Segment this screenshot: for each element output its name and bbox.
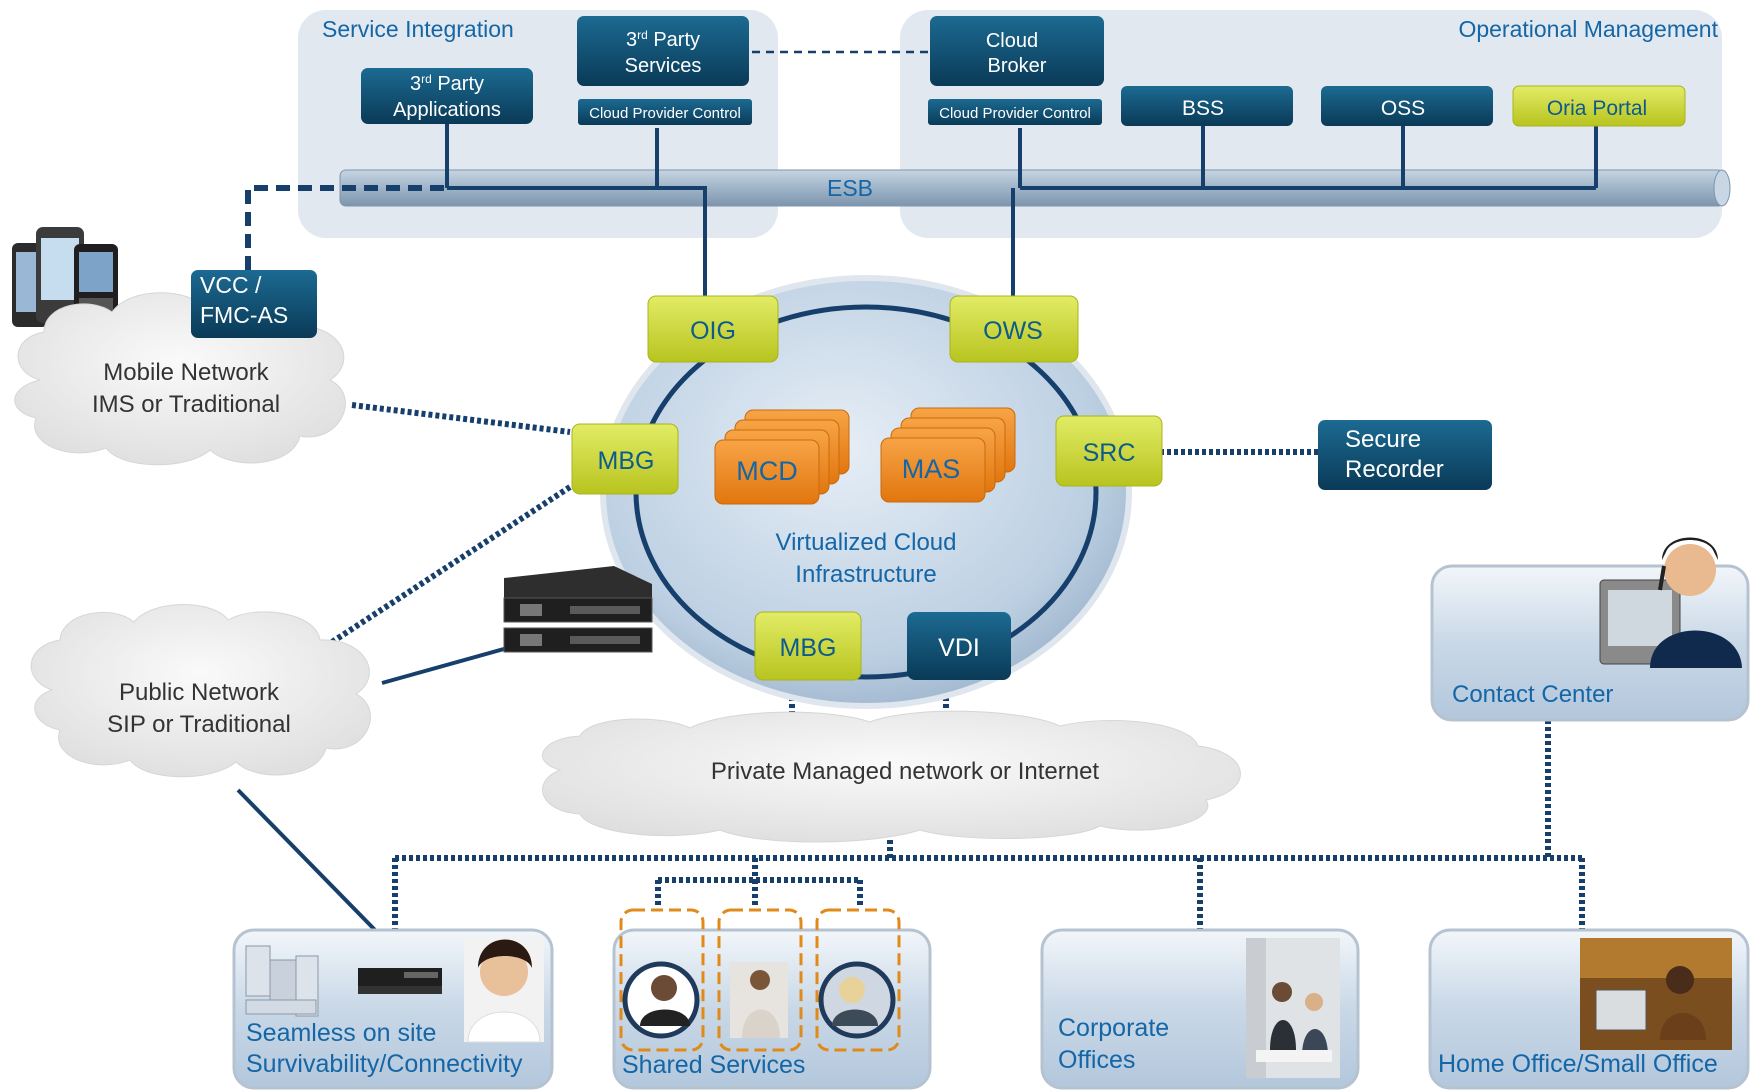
secure-recorder-line2: Recorder bbox=[1345, 456, 1444, 483]
third-party-services-line2: Services bbox=[625, 55, 702, 77]
server-rack-icon bbox=[245, 945, 319, 1017]
home-office-site[interactable]: Home Office/Small Office bbox=[1428, 928, 1750, 1090]
cloud-broker-line1: Cloud bbox=[986, 30, 1038, 52]
esb-label: ESB bbox=[827, 175, 873, 201]
cloud-broker-line2: Broker bbox=[988, 55, 1047, 77]
vdi-label: VDI bbox=[938, 634, 980, 662]
vcc-fmc-as-node[interactable]: VCC / FMC-AS bbox=[191, 270, 317, 338]
oig-label: OIG bbox=[690, 317, 736, 345]
bss-node[interactable]: BSS bbox=[1121, 86, 1293, 126]
cloud-broker-node[interactable]: Cloud Broker bbox=[930, 16, 1104, 86]
mbg-bottom-label: MBG bbox=[780, 634, 837, 662]
ows-node[interactable]: OWS bbox=[949, 295, 1079, 363]
agent-headset-icon bbox=[1599, 537, 1742, 668]
seamless-line1: Seamless on site bbox=[246, 1019, 436, 1047]
third-party-services-node[interactable]: 3rd Party Services bbox=[577, 16, 749, 86]
vci-line2: Infrastructure bbox=[795, 561, 936, 588]
gateway-appliance-icon bbox=[503, 566, 653, 653]
secure-recorder-line1: Secure bbox=[1345, 426, 1421, 453]
mas-node-stack[interactable]: MAS bbox=[880, 407, 1016, 503]
cpc-right-label: Cloud Provider Control bbox=[939, 105, 1091, 122]
cloud-provider-control-left[interactable]: Cloud Provider Control bbox=[578, 99, 752, 125]
corporate-line2: Offices bbox=[1058, 1046, 1135, 1074]
mcd-node-stack[interactable]: MCD bbox=[714, 409, 850, 505]
mobile-network-line1: Mobile Network bbox=[103, 359, 269, 386]
corporate-offices-site[interactable]: Corporate Offices bbox=[1040, 928, 1360, 1090]
office-woman-photo bbox=[730, 962, 788, 1038]
service-integration-title: Service Integration bbox=[322, 16, 514, 42]
src-label: SRC bbox=[1083, 439, 1136, 467]
businesswoman-photo bbox=[464, 938, 544, 1043]
home-worker-photo bbox=[1580, 938, 1732, 1050]
third-party-services-word: Party bbox=[648, 29, 700, 51]
contact-center-label: Contact Center bbox=[1452, 681, 1613, 708]
svg-text:3rd Party: 3rd Party bbox=[410, 72, 484, 95]
cpc-left-label: Cloud Provider Control bbox=[589, 105, 741, 122]
oria-portal-node[interactable]: Oria Portal bbox=[1512, 85, 1686, 127]
third-party-services-num: 3 bbox=[626, 29, 637, 51]
third-party-services-sup: rd bbox=[637, 28, 648, 42]
dashed-links bbox=[245, 50, 1585, 930]
third-party-apps-num: 3 bbox=[410, 73, 421, 95]
vdi-node[interactable]: VDI bbox=[907, 612, 1011, 680]
svg-text:3rd Party: 3rd Party bbox=[626, 28, 700, 51]
shared-services-label: Shared Services bbox=[622, 1051, 805, 1079]
vci-line1: Virtualized Cloud bbox=[776, 529, 957, 556]
phone-user-photo bbox=[622, 961, 700, 1039]
third-party-apps-line2: Applications bbox=[393, 99, 501, 121]
private-network-label: Private Managed network or Internet bbox=[711, 758, 1100, 785]
vcc-line1: VCC / bbox=[200, 272, 262, 298]
oss-label: OSS bbox=[1381, 97, 1425, 120]
home-office-label: Home Office/Small Office bbox=[1438, 1050, 1718, 1078]
ows-label: OWS bbox=[983, 317, 1043, 345]
mcd-label: MCD bbox=[736, 456, 798, 486]
cloud-provider-control-right[interactable]: Cloud Provider Control bbox=[928, 99, 1102, 125]
public-network-line1: Public Network bbox=[119, 679, 280, 706]
oria-portal-label: Oria Portal bbox=[1547, 97, 1647, 120]
gateway-small-icon bbox=[358, 968, 442, 994]
third-party-apps-sup: rd bbox=[421, 72, 432, 86]
oss-node[interactable]: OSS bbox=[1321, 86, 1493, 126]
public-network-line2: SIP or Traditional bbox=[107, 711, 291, 738]
private-network-cloud[interactable]: Private Managed network or Internet bbox=[542, 710, 1241, 843]
mbg-left-node[interactable]: MBG bbox=[571, 423, 679, 495]
seamless-site[interactable]: Seamless on site Survivability/Connectiv… bbox=[232, 928, 554, 1090]
mbg-left-label: MBG bbox=[598, 447, 655, 475]
oig-node[interactable]: OIG bbox=[647, 295, 779, 363]
corporate-line1: Corporate bbox=[1058, 1014, 1169, 1042]
mobile-user-photo bbox=[818, 961, 896, 1039]
src-node[interactable]: SRC bbox=[1055, 415, 1163, 487]
third-party-applications-node[interactable]: 3rd Party Applications bbox=[361, 68, 533, 124]
mobile-network-line2: IMS or Traditional bbox=[92, 391, 280, 418]
contact-center-site[interactable]: Contact Center bbox=[1430, 537, 1750, 722]
operational-management-title: Operational Management bbox=[1458, 16, 1718, 42]
shared-services-site[interactable]: Shared Services bbox=[612, 908, 932, 1090]
mbg-bottom-node[interactable]: MBG bbox=[754, 611, 862, 681]
meeting-photo bbox=[1246, 938, 1340, 1078]
secure-recorder-node[interactable]: Secure Recorder bbox=[1318, 420, 1492, 490]
third-party-apps-word: Party bbox=[432, 73, 484, 95]
bss-label: BSS bbox=[1182, 97, 1224, 120]
vcc-line2: FMC-AS bbox=[200, 302, 288, 328]
mas-label: MAS bbox=[902, 454, 961, 484]
seamless-line2: Survivability/Connectivity bbox=[246, 1050, 523, 1078]
public-network-cloud[interactable]: Public Network SIP or Traditional bbox=[30, 604, 371, 778]
